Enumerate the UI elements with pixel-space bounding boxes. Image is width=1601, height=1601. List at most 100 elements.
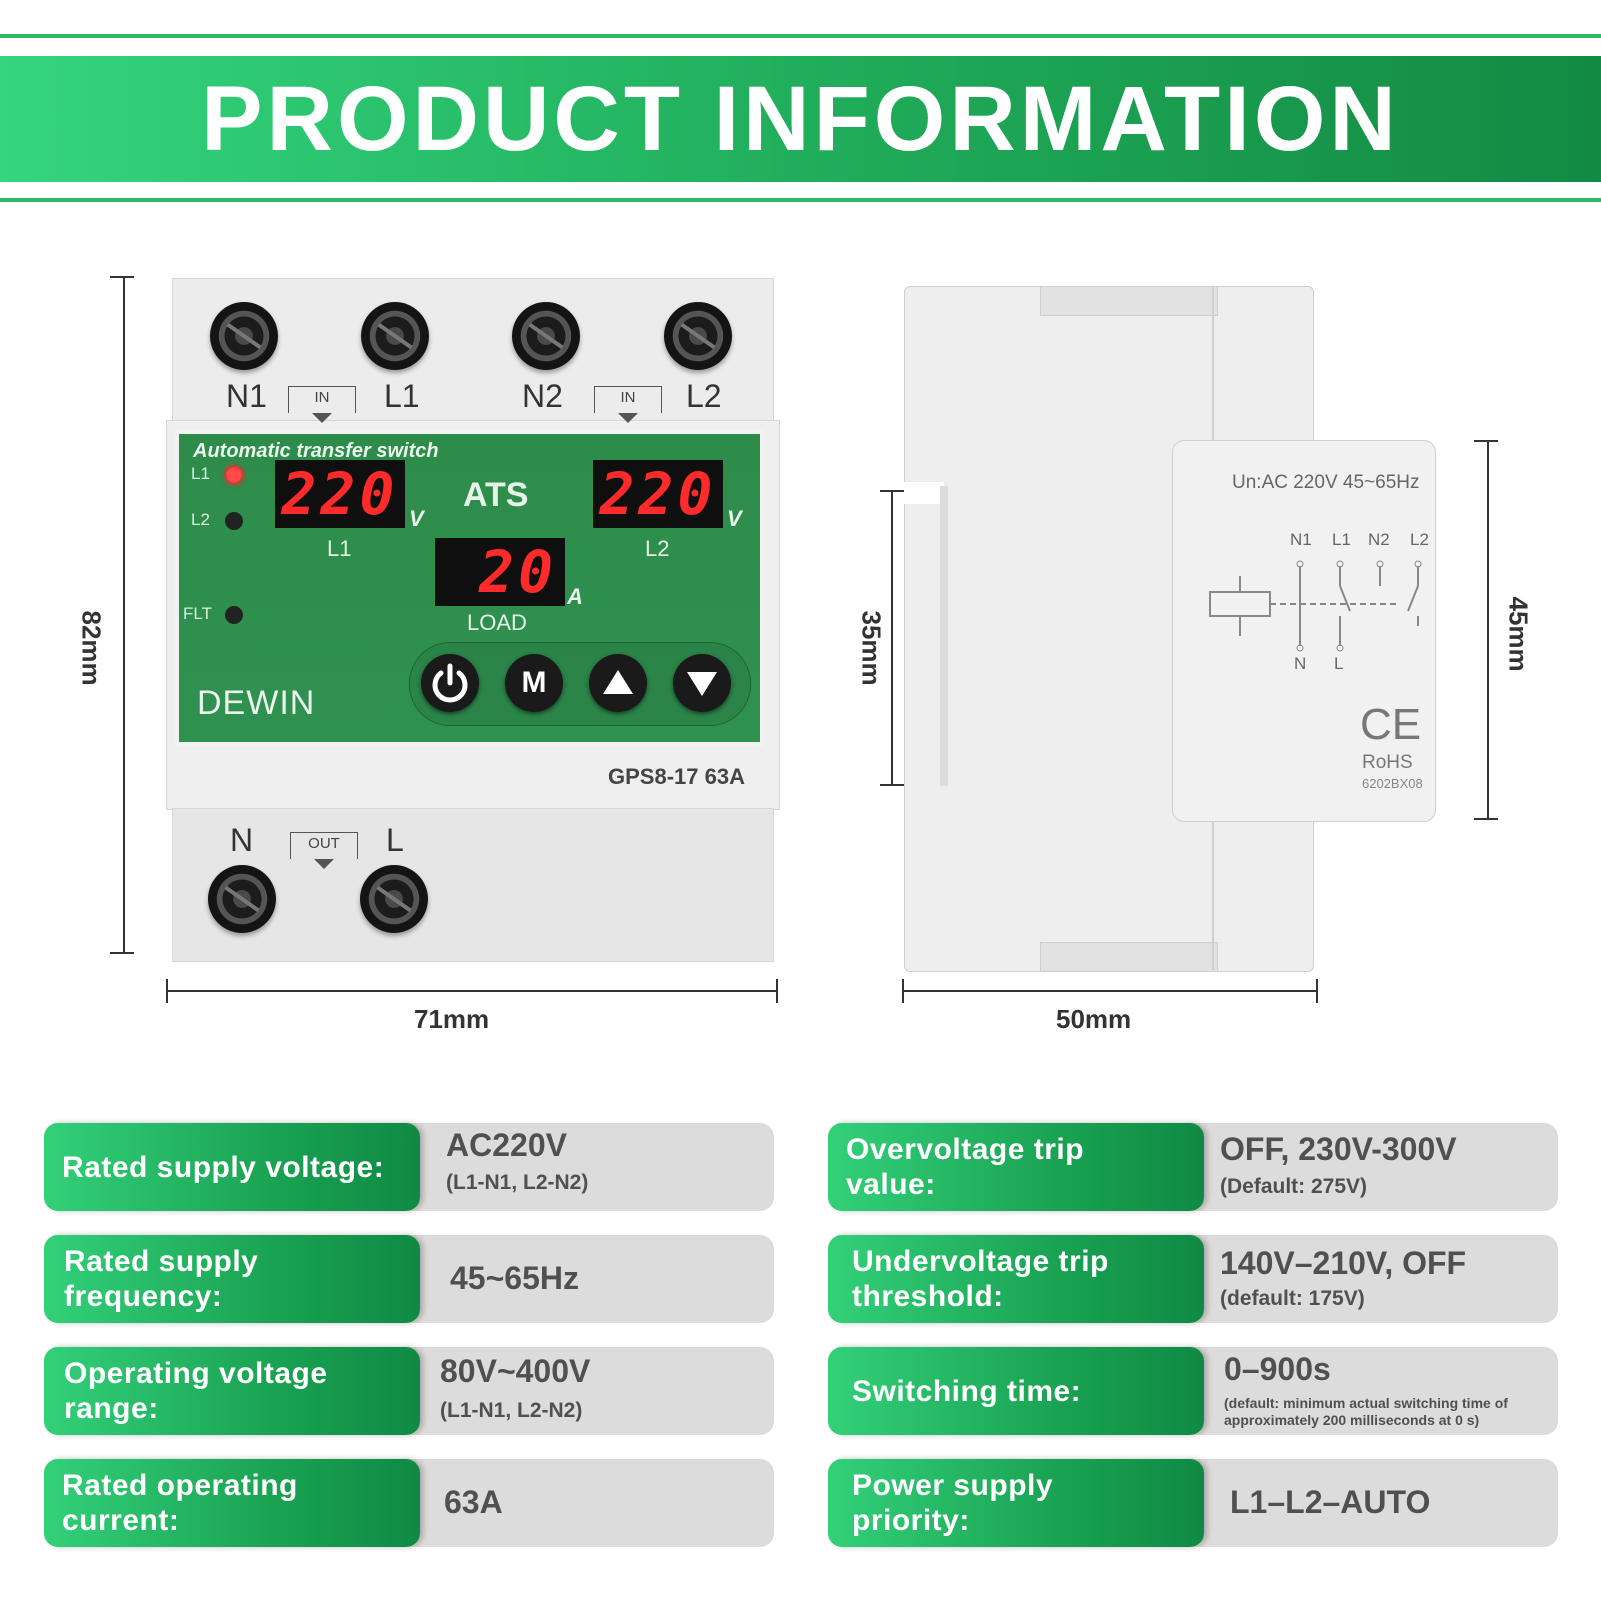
down-triangle-icon [687, 672, 717, 696]
spec-value: AC220V [446, 1127, 567, 1163]
front-height-dimension-line [123, 276, 125, 954]
spec-row: Operating voltage range: 80V~400V (L1-N1… [44, 1347, 774, 1435]
display-l1-voltage: 220 [275, 460, 405, 528]
dimension-tick [166, 979, 168, 1003]
ce-mark: CE [1360, 700, 1422, 749]
spec-subvalue: (L1-N1, L2-N2) [440, 1399, 583, 1422]
side-rail-notch-top [904, 482, 944, 504]
terminal-screw-n2 [512, 302, 580, 370]
side-height-label: 45mm [1503, 596, 1534, 672]
spec-subvalue: (L1-N1, L2-N2) [446, 1171, 589, 1194]
out-arrow-tag: OUT [290, 832, 358, 869]
spec-row: Overvoltage trip value: OFF, 230V-300V (… [828, 1123, 1558, 1211]
terminal-label-n2: N2 [522, 378, 563, 414]
side-rail-slot [940, 486, 948, 786]
display-l2-voltage: 220 [593, 460, 723, 528]
in-arrow-tag: IN [594, 386, 662, 423]
spec-subvalue: (Default: 275V) [1220, 1175, 1368, 1198]
header-bottom-rule [0, 198, 1601, 202]
page-title: PRODUCT INFORMATION [201, 68, 1400, 170]
spec-value: 45~65Hz [450, 1260, 579, 1296]
side-width-dimension-line [902, 990, 1318, 992]
spec-key: Switching time: [828, 1347, 1204, 1435]
ats-label: ATS [463, 476, 529, 514]
mode-button[interactable]: M [505, 654, 563, 712]
unit-v-l1: V [409, 506, 424, 531]
side-top-tab [1040, 286, 1218, 316]
diagram-label-l2: L2 [1410, 530, 1429, 549]
spec-row: Rated supply frequency: 45~65Hz [44, 1235, 774, 1323]
dimension-tick [1474, 818, 1498, 820]
front-width-dimension-line [166, 990, 778, 992]
spec-row: Power supply priority: L1–L2–AUTO [828, 1459, 1558, 1547]
wiring-diagram [1209, 560, 1422, 652]
panel-title: Automatic transfer switch [193, 440, 439, 462]
side-bottom-tab [1040, 942, 1218, 972]
dimension-tick [902, 979, 904, 1003]
diagram-label-l: L [1334, 654, 1344, 673]
spec-value: OFF, 230V-300V [1220, 1131, 1457, 1167]
spec-value: 63A [444, 1484, 503, 1520]
dimension-tick [1474, 440, 1498, 442]
diagram-label-n: N [1294, 654, 1307, 673]
product-code: 6202BX08 [1362, 776, 1423, 791]
spec-row: Rated supply voltage: AC220V (L1-N1, L2-… [44, 1123, 774, 1211]
power-icon [432, 663, 468, 703]
control-panel: Automatic transfer switch L1 L2 FLT 220 … [175, 430, 764, 746]
display-load-current: 20 [435, 538, 565, 606]
diagram-label-n2: N2 [1368, 530, 1390, 549]
in-arrow-tag: IN [288, 386, 356, 423]
diagram-label-l1: L1 [1332, 530, 1351, 549]
up-triangle-icon [603, 670, 633, 694]
up-button[interactable] [589, 654, 647, 712]
led-label-flt: FLT [183, 604, 212, 623]
rating-text: Un:AC 220V 45~65Hz [1232, 472, 1420, 493]
dimension-tick [880, 490, 904, 492]
terminal-label-l: L [386, 822, 404, 858]
diagram-label-n1: N1 [1290, 530, 1312, 549]
terminal-label-l2: L2 [686, 378, 722, 414]
terminal-screw-n1 [210, 302, 278, 370]
front-width-label: 71mm [414, 1004, 490, 1034]
side-width-label: 50mm [1056, 1004, 1132, 1034]
spec-value: 80V~400V [440, 1353, 591, 1389]
terminal-screw-l2 [664, 302, 732, 370]
model-number: GPS8-17 63A [608, 764, 745, 789]
unit-a: A [567, 584, 583, 609]
terminal-label-n1: N1 [226, 378, 267, 414]
terminal-screw-l1 [361, 302, 429, 370]
label-l1: L1 [327, 536, 352, 561]
led-label-l2: L2 [191, 510, 210, 529]
side-label-plate [1172, 440, 1436, 822]
led-label-l1: L1 [191, 464, 210, 483]
spec-key: Overvoltage trip value: [828, 1123, 1204, 1211]
rail-dimension-line [891, 490, 893, 786]
side-height-dimension-line [1487, 440, 1489, 820]
dimension-tick [110, 276, 134, 278]
spec-key: Undervoltage trip threshold: [828, 1235, 1204, 1323]
led-l1-indicator [225, 466, 243, 484]
spec-row: Rated operating current: 63A [44, 1459, 774, 1547]
label-l2: L2 [645, 536, 670, 561]
led-flt-indicator [225, 606, 243, 624]
down-button[interactable] [673, 654, 731, 712]
spec-row: Undervoltage trip threshold: 140V–210V, … [828, 1235, 1558, 1323]
dimension-tick [776, 979, 778, 1003]
label-load: LOAD [467, 610, 527, 635]
spec-key: Operating voltage range: [44, 1347, 420, 1435]
spec-row: Switching time: 0–900s (default: minimum… [828, 1347, 1558, 1435]
led-l2-indicator [225, 512, 243, 530]
spec-key: Rated operating current: [44, 1459, 420, 1547]
dimension-tick [1316, 979, 1318, 1003]
header-banner: PRODUCT INFORMATION [0, 56, 1601, 182]
spec-value: 140V–210V, OFF [1220, 1245, 1467, 1281]
power-button[interactable] [421, 654, 479, 712]
spec-value: 0–900s [1224, 1351, 1331, 1387]
dimension-tick [110, 952, 134, 954]
header-top-rule [0, 34, 1601, 38]
unit-v-l2: V [727, 506, 742, 531]
terminal-label-n: N [230, 822, 254, 858]
front-height-label: 82mm [76, 610, 107, 686]
rail-dimension-label: 35mm [856, 610, 887, 686]
brand-logo: DEWIN [197, 684, 316, 722]
